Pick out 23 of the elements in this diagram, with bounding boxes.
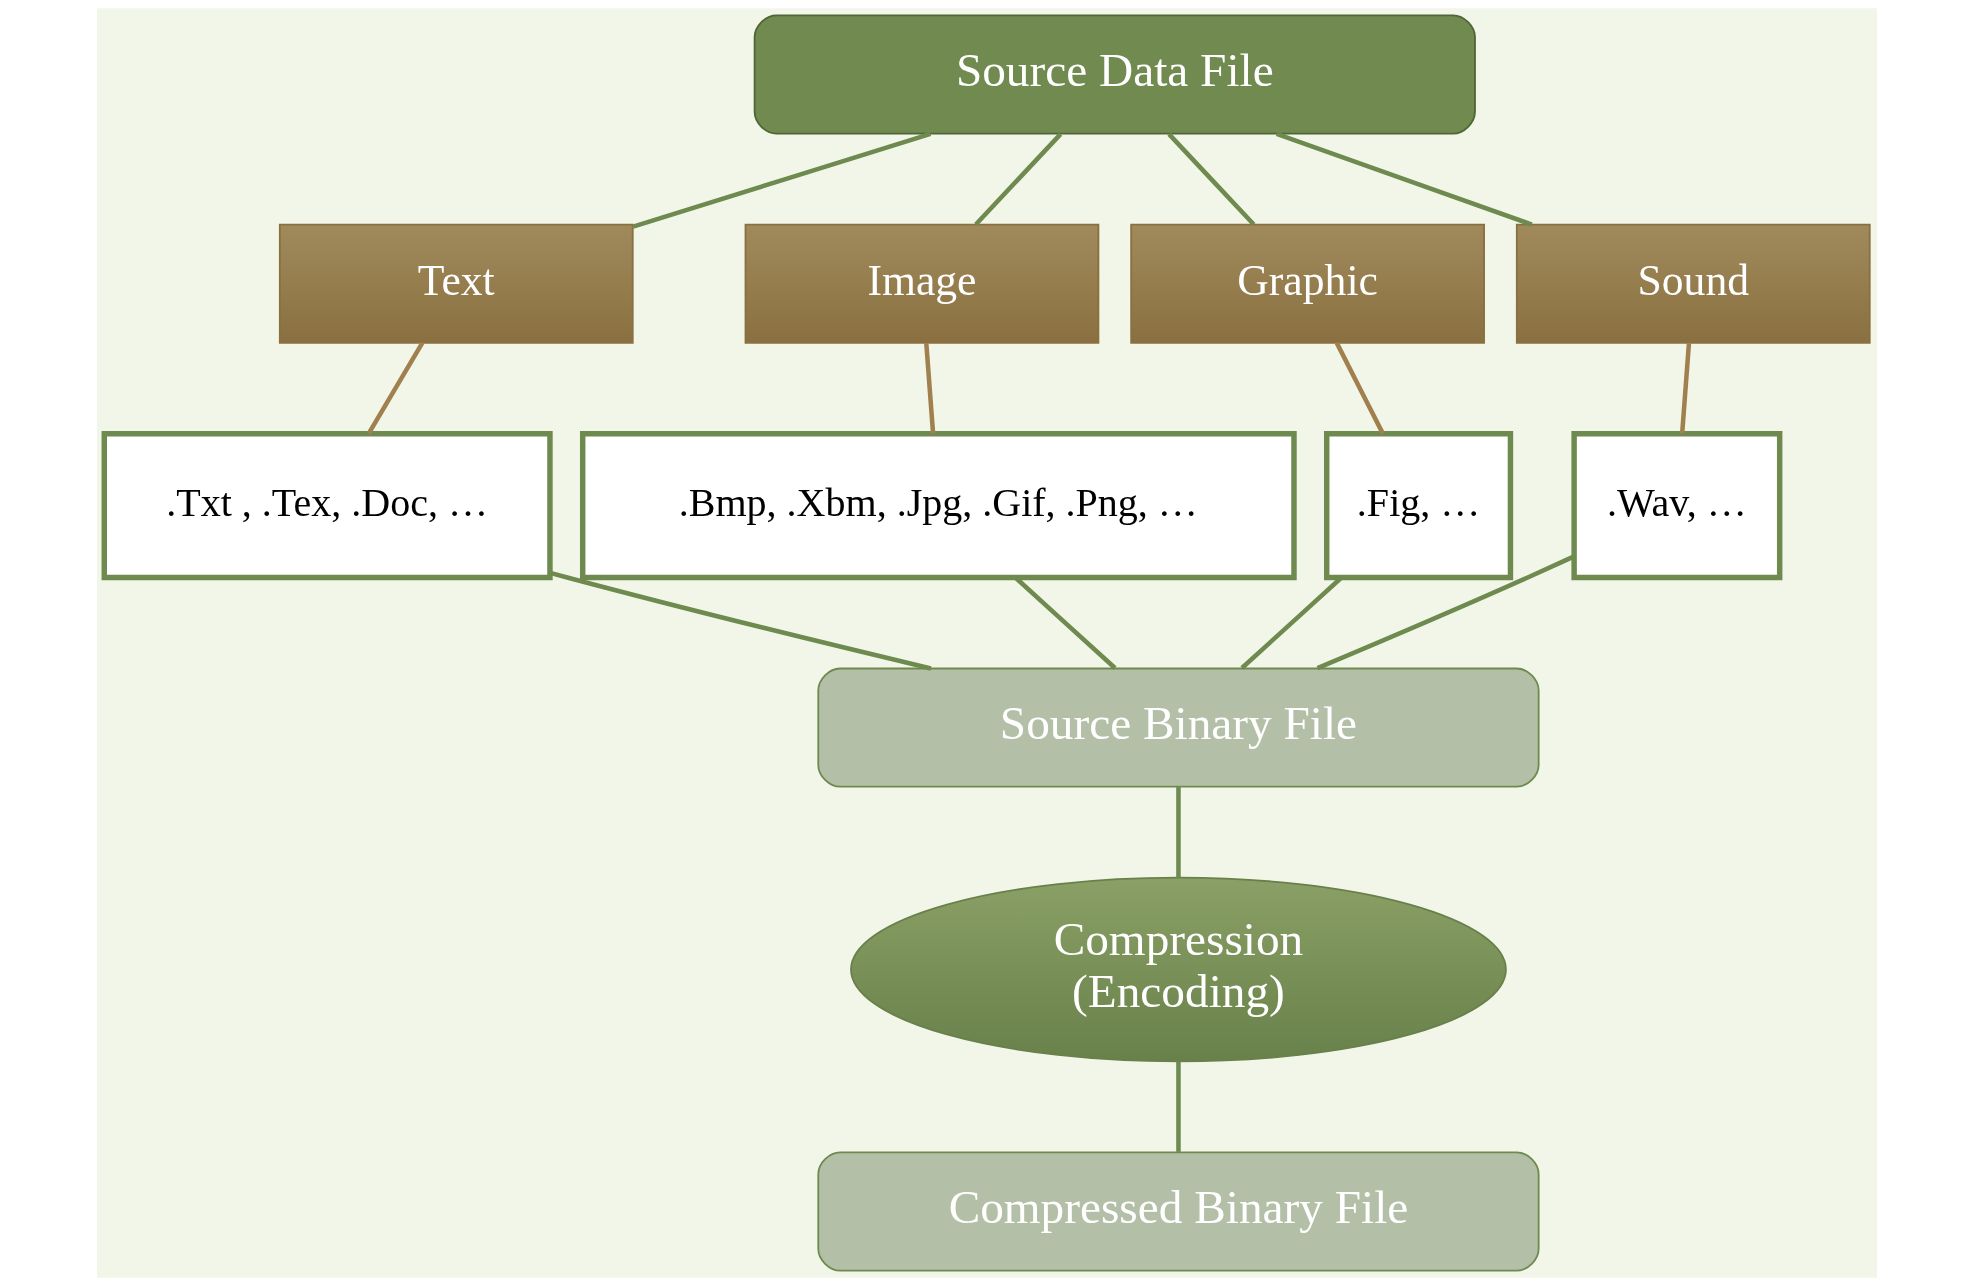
connector bbox=[1316, 554, 1575, 671]
connector bbox=[632, 131, 931, 229]
connector bbox=[1175, 787, 1181, 878]
node-box: Compressed Binary File bbox=[816, 1151, 1540, 1272]
connector bbox=[973, 132, 1062, 227]
node-box: .Wav, … bbox=[1570, 431, 1782, 581]
node-box: Text bbox=[278, 223, 634, 344]
node-box: Source Data File bbox=[753, 14, 1476, 135]
node-box: Graphic bbox=[1129, 223, 1485, 344]
connector bbox=[1275, 131, 1533, 227]
connector bbox=[1679, 342, 1691, 434]
node-box: .Fig, … bbox=[1323, 431, 1513, 581]
connector bbox=[1175, 1061, 1181, 1152]
node-box: Sound bbox=[1515, 223, 1871, 344]
node-box: .Bmp, .Xbm, .Jpg, .Gif, .Png, … bbox=[579, 431, 1297, 581]
connector bbox=[366, 341, 424, 435]
connector bbox=[923, 342, 935, 434]
node-ellipse: Compression (Encoding) bbox=[849, 876, 1507, 1063]
connector bbox=[1166, 132, 1255, 227]
connector bbox=[1334, 341, 1385, 435]
node-box: Source Binary File bbox=[816, 667, 1540, 788]
node-box: Image bbox=[744, 223, 1099, 344]
node-box: .Txt , .Tex, .Doc, … bbox=[101, 431, 553, 581]
